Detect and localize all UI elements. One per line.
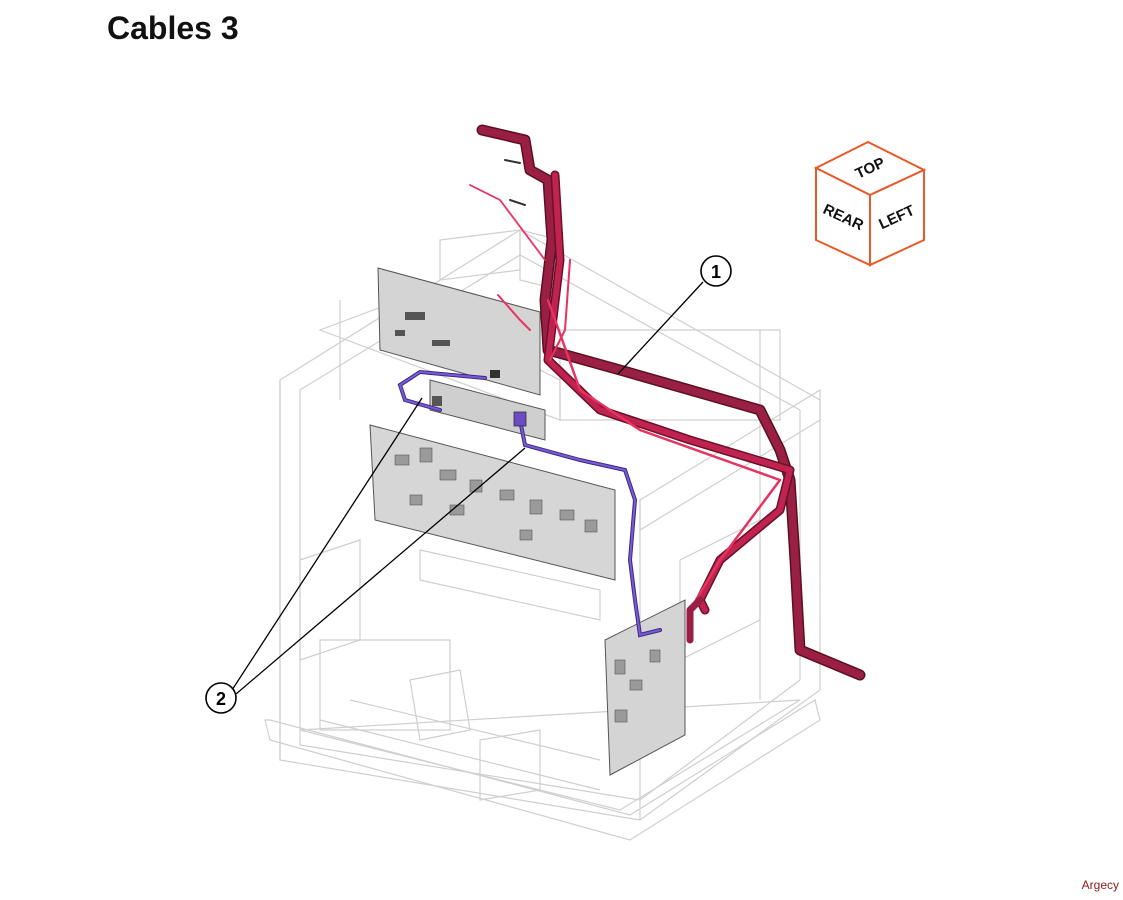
side-board xyxy=(604,599,686,776)
main-controller-board xyxy=(369,424,616,581)
callout-2-number: 2 xyxy=(216,689,226,709)
upper-controller-board xyxy=(377,267,541,396)
orientation-cube: TOP REAR LEFT xyxy=(813,140,927,267)
callout-2: 2 xyxy=(205,397,526,714)
callout-1-number: 1 xyxy=(711,262,721,282)
cable-harness-purple xyxy=(397,369,662,638)
watermark: Argecy xyxy=(1081,878,1119,892)
page-title: Cables 3 xyxy=(107,10,239,46)
callout-1: 1 xyxy=(617,255,732,375)
cable-harness-red xyxy=(469,124,866,681)
